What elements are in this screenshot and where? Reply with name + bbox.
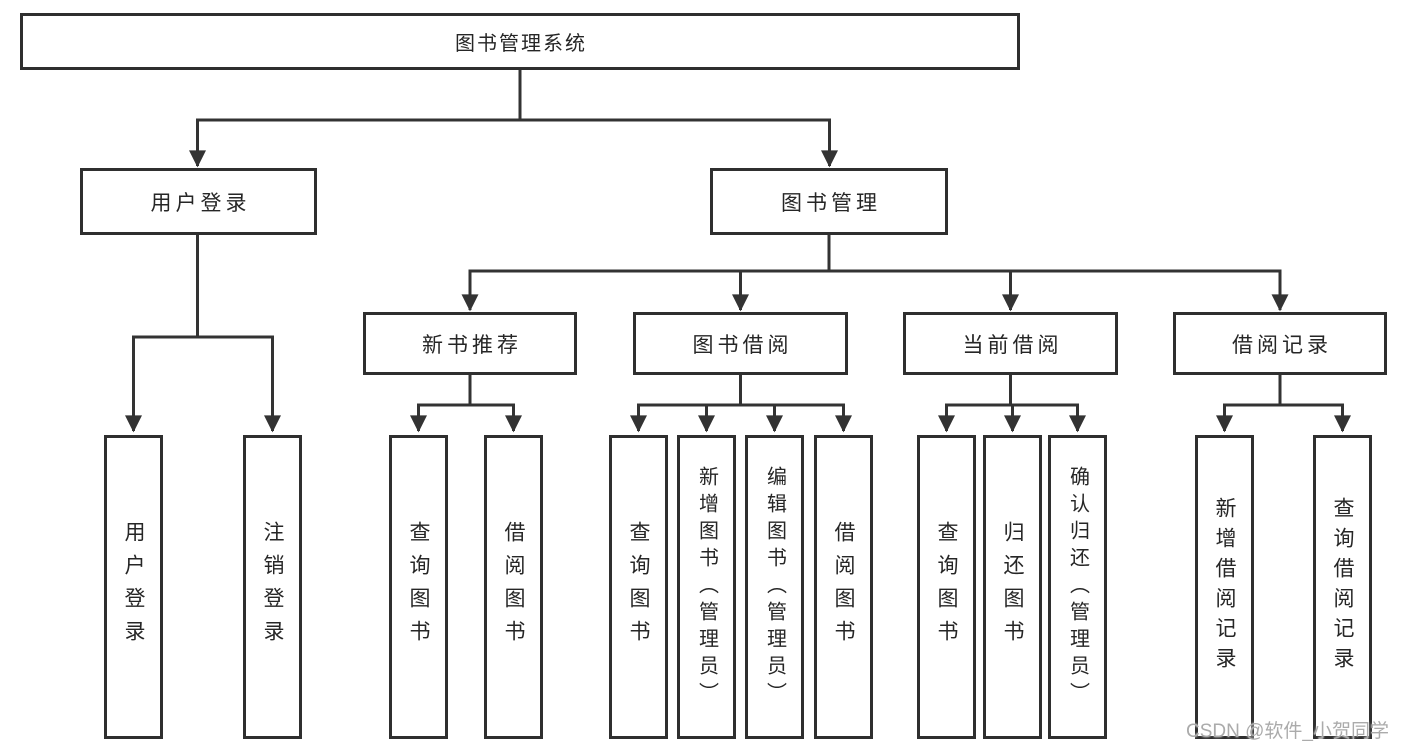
leaf-borrow-books-recommend: 借阅图书 <box>484 435 543 739</box>
leaf-query-books-current: 查询图书 <box>917 435 976 739</box>
leaf-query-borrow-record: 查询借阅记录 <box>1313 435 1372 739</box>
node-new-book-recommend: 新书推荐 <box>363 312 577 375</box>
node-book-borrowing: 图书借阅 <box>633 312 848 375</box>
node-root-title: 图书管理系统 <box>20 13 1020 70</box>
leaf-query-books-recommend: 查询图书 <box>389 435 448 739</box>
leaf-user-login: 用户登录 <box>104 435 163 739</box>
leaf-edit-books-admin: 编辑图书（管理员） <box>745 435 804 739</box>
leaf-add-borrow-record: 新增借阅记录 <box>1195 435 1254 739</box>
leaf-query-books-borrowing: 查询图书 <box>609 435 668 739</box>
node-borrow-records: 借阅记录 <box>1173 312 1387 375</box>
node-current-borrowing: 当前借阅 <box>903 312 1118 375</box>
csdn-watermark: CSDN @软件_小贺同学 <box>1186 721 1389 742</box>
node-user-login: 用户登录 <box>80 168 317 235</box>
leaf-return-books: 归还图书 <box>983 435 1042 739</box>
leaf-add-books-admin: 新增图书（管理员） <box>677 435 736 739</box>
leaf-borrow-books: 借阅图书 <box>814 435 873 739</box>
node-book-management: 图书管理 <box>710 168 948 235</box>
leaf-confirm-return-admin: 确认归还（管理员） <box>1048 435 1107 739</box>
leaf-logout: 注销登录 <box>243 435 302 739</box>
